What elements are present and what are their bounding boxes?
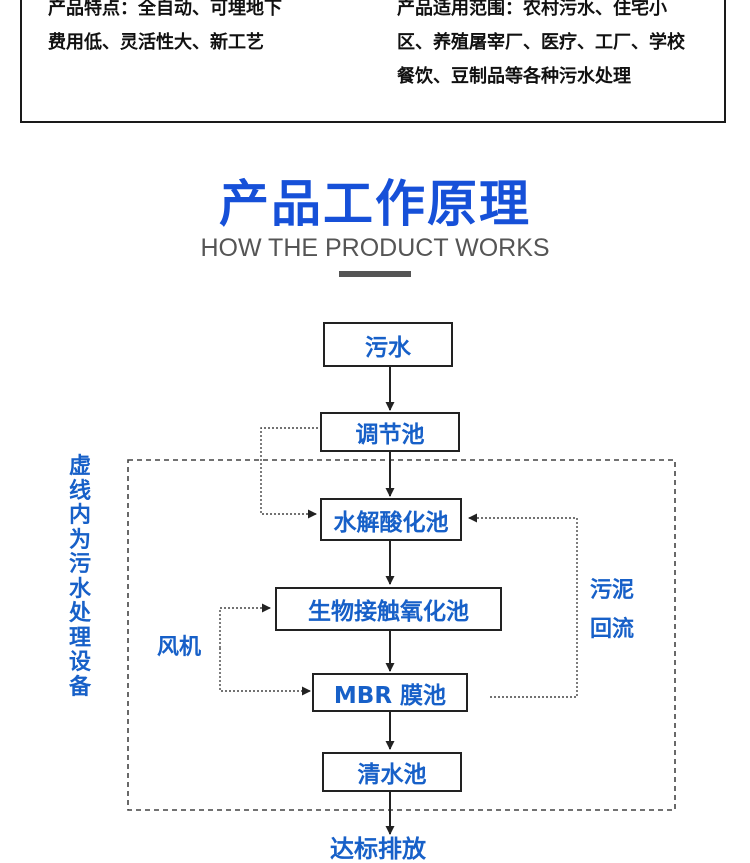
product-features: 产品特点：全自动、可埋地下 费用低、灵活性大、新工艺 [48, 0, 348, 60]
node-clear-water-tank: 清水池 [322, 752, 462, 792]
features-label: 产品特点： [48, 0, 138, 19]
equipment-note: 虚线内为污水处理设备 [68, 454, 91, 700]
node-regulating-tank: 调节池 [320, 412, 460, 452]
node-mbr-tank: MBR 膜池 [312, 673, 468, 712]
product-scope: 产品适用范围：农村污水、住宅小 区、养殖屠宰厂、医疗、工厂、学校 餐饮、豆制品等… [397, 0, 727, 94]
discharge-label: 达标排放 [330, 835, 426, 863]
scope-label: 产品适用范围： [397, 0, 523, 19]
scope-text-3: 餐饮、豆制品等各种污水处理 [397, 66, 631, 87]
node-hydrolysis-tank: 水解酸化池 [320, 498, 462, 541]
section-subtitle: HOW THE PRODUCT WORKS [200, 234, 550, 262]
scope-text-2: 区、养殖屠宰厂、医疗、工厂、学校 [397, 32, 685, 53]
section-title: 产品工作原理 [219, 175, 531, 233]
title-underline [339, 271, 411, 277]
product-info-box [20, 0, 726, 123]
air-line-oxidation [219, 603, 271, 648]
node-oxidation-label: 生物接触氧化池 [308, 599, 469, 625]
equipment-boundary [127, 459, 676, 811]
sludge-label-2: 回流 [590, 617, 635, 642]
node-sewage: 污水 [323, 322, 453, 367]
sludge-return-line [468, 513, 578, 698]
node-oxidation-tank: 生物接触氧化池 [275, 587, 502, 631]
features-text-2: 费用低、灵活性大、新工艺 [48, 32, 264, 53]
air-line-mbr [219, 648, 311, 696]
bypass-line [260, 427, 322, 519]
node-clear-label: 清水池 [357, 762, 427, 788]
node-hydrolysis-label: 水解酸化池 [333, 509, 449, 536]
node-mbr-label: MBR 膜池 [333, 682, 447, 709]
sludge-label-1: 污泥 [590, 578, 635, 603]
node-regulating-label: 调节池 [355, 422, 425, 448]
node-sewage-label: 污水 [365, 334, 411, 361]
features-text-1: 全自动、可埋地下 [138, 0, 282, 19]
scope-text-1: 农村污水、住宅小 [523, 0, 667, 19]
blower-label: 风机 [157, 635, 202, 660]
